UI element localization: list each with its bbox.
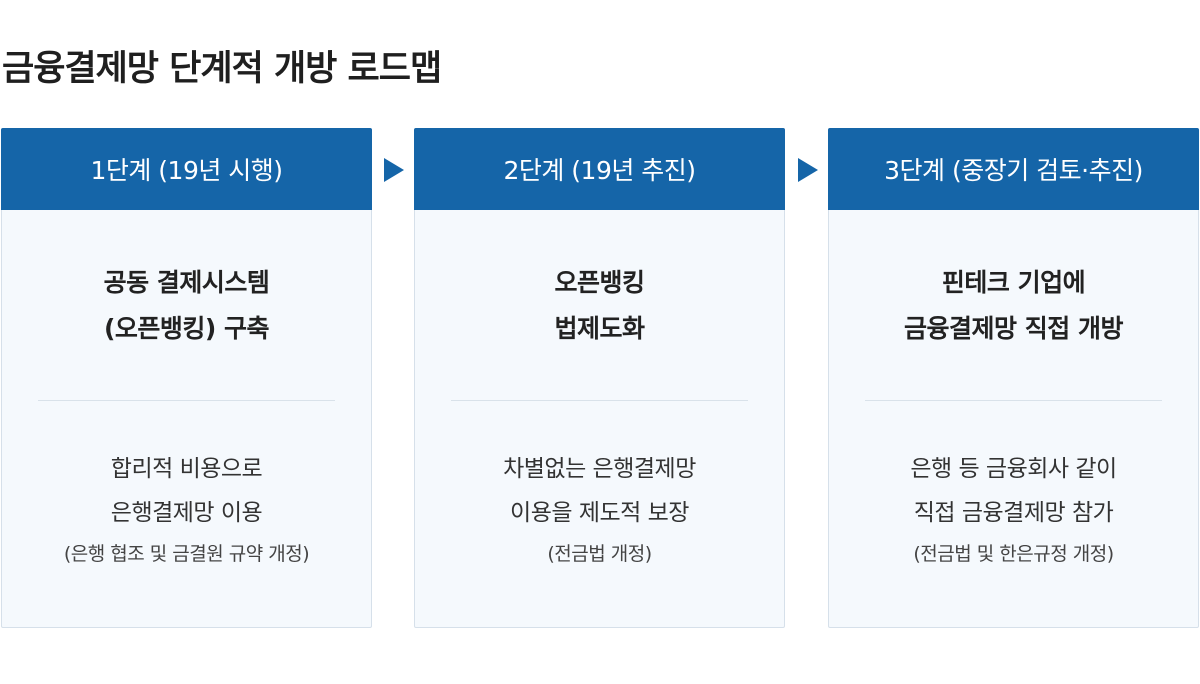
- divider: [865, 400, 1162, 401]
- stage-description: 합리적 비용으로 은행결제망 이용: [2, 447, 371, 535]
- stage-heading-line: 금융결제망 직접 개방: [904, 314, 1123, 343]
- stage-description: 차별없는 은행결제망 이용을 제도적 보장: [415, 447, 784, 535]
- stage-description-line: 이용을 제도적 보장: [510, 500, 689, 526]
- stage-card-3: 3단계 (중장기 검토·추진) 핀테크 기업에 금융결제망 직접 개방 은행 등…: [828, 128, 1199, 628]
- stage-header: 1단계 (19년 시행): [1, 128, 372, 210]
- stage-description-line: 합리적 비용으로: [110, 456, 263, 482]
- arrow-right-icon: [798, 158, 818, 182]
- stage-heading: 오픈뱅킹 법제도화: [415, 260, 784, 352]
- stage-description-line: 은행결제망 이용: [110, 500, 263, 526]
- stage-heading: 공동 결제시스템 (오픈뱅킹) 구축: [2, 260, 371, 352]
- stage-description: 은행 등 금융회사 같이 직접 금융결제망 참가: [829, 447, 1198, 535]
- stage-card-2: 2단계 (19년 추진) 오픈뱅킹 법제도화 차별없는 은행결제망 이용을 제도…: [414, 128, 785, 628]
- stage-description-line: 차별없는 은행결제망: [503, 456, 696, 482]
- stage-header: 2단계 (19년 추진): [414, 128, 785, 210]
- stage-heading: 핀테크 기업에 금융결제망 직접 개방: [829, 260, 1198, 352]
- stage-heading-line: 법제도화: [554, 314, 645, 343]
- stage-heading-line: 핀테크 기업에: [941, 268, 1086, 297]
- stage-heading-line: 오픈뱅킹: [554, 268, 645, 297]
- stage-card-1: 1단계 (19년 시행) 공동 결제시스템 (오픈뱅킹) 구축 합리적 비용으로…: [1, 128, 372, 628]
- divider: [38, 400, 335, 401]
- stage-description-line: 은행 등 금융회사 같이: [910, 456, 1117, 482]
- stage-note: (전금법 및 한은규정 개정): [913, 543, 1114, 565]
- stage-header: 3단계 (중장기 검토·추진): [828, 128, 1199, 210]
- stage-note: (은행 협조 및 금결원 규약 개정): [63, 543, 310, 565]
- stage-heading-line: 공동 결제시스템: [103, 268, 270, 297]
- arrow-right-icon: [384, 158, 404, 182]
- stage-heading-line: (오픈뱅킹) 구축: [103, 314, 270, 343]
- stage-note: (전금법 개정): [547, 543, 652, 565]
- stage-description-line: 직접 금융결제망 참가: [913, 500, 1114, 526]
- page-title: 금융결제망 단계적 개방 로드맵: [2, 49, 442, 89]
- divider: [451, 400, 748, 401]
